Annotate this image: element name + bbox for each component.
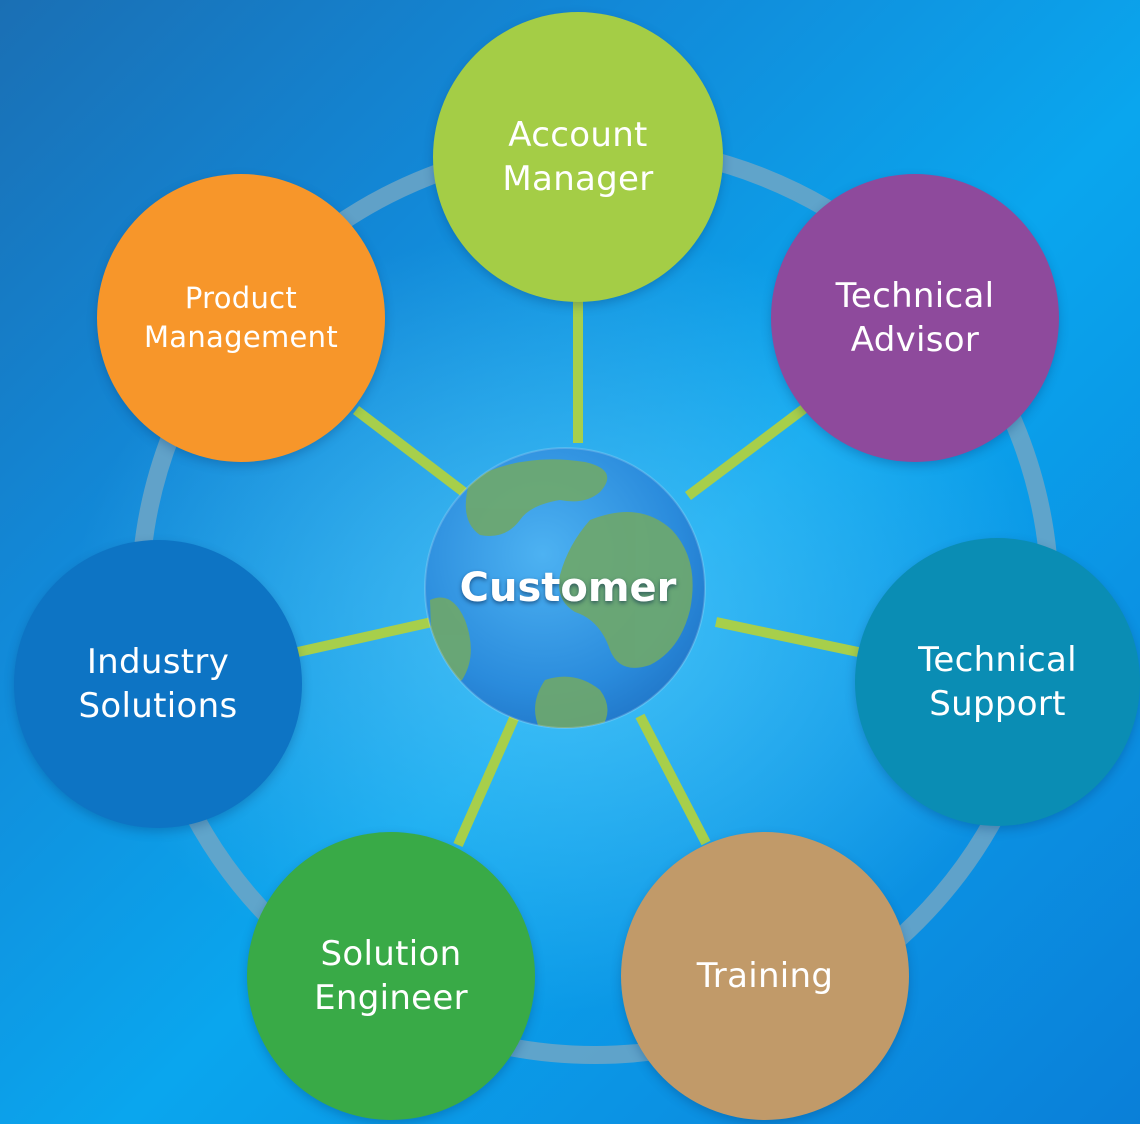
connector-industry-solutions [296, 617, 434, 657]
node-technical-support: Technical Support [855, 538, 1140, 826]
connector-technical-advisor [684, 404, 809, 500]
node-product-management-label: Product Management [143, 281, 339, 354]
connectors [296, 296, 860, 848]
center-customer-label: Customer [459, 565, 677, 611]
globe-land-south [535, 676, 608, 728]
node-account-manager: Account Manager [433, 12, 723, 302]
connector-technical-support [714, 617, 860, 657]
node-solution-engineer: Solution Engineer [247, 832, 535, 1120]
node-industry-solutions: Industry Solutions [14, 540, 302, 828]
connector-training [635, 713, 711, 846]
connector-product-management [352, 406, 469, 497]
globe-land-east [559, 512, 693, 668]
node-solution-engineer-label: Solution Engineer [314, 934, 468, 1018]
node-technical-advisor: Technical Advisor [771, 174, 1059, 462]
node-product-management: Product Management [97, 174, 385, 462]
globe [424, 447, 706, 729]
node-industry-solutions-label: Industry Solutions [78, 642, 238, 726]
globe-land-north [465, 459, 608, 536]
node-training: Training [621, 832, 909, 1120]
node-training-label: Training [696, 956, 834, 996]
node-account-manager-label: Account Manager [502, 115, 654, 199]
node-technical-support-label: Technical Support [918, 640, 1077, 724]
connector-solution-engineer [453, 713, 520, 848]
node-technical-advisor-label: Technical Advisor [835, 276, 995, 360]
